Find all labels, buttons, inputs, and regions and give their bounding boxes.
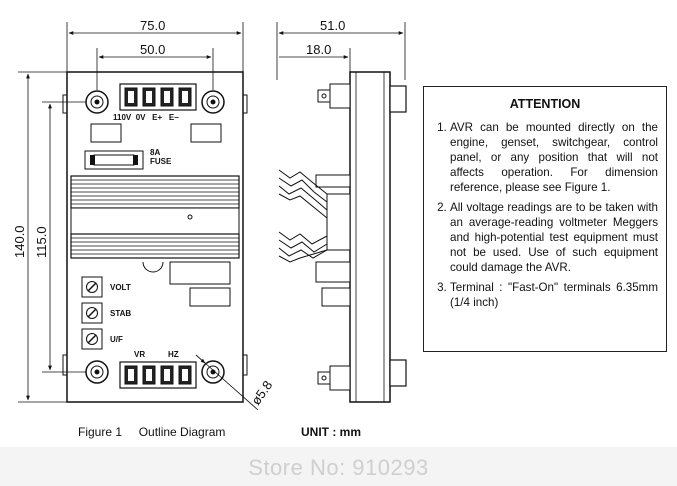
unit-caption: UNIT : mm — [301, 425, 361, 439]
store-watermark: Store No: 910293 — [248, 455, 429, 480]
attention-title: ATTENTION — [509, 97, 581, 111]
front-view: 110V 0V E+ E− 8A FUSE — [62, 71, 248, 403]
attention-item: AVR can be mounted directly on the engin… — [450, 120, 658, 195]
vr-label: VR — [134, 350, 145, 359]
attention-box: ATTENTION AVR can be mounted directly on… — [423, 86, 667, 352]
attention-list: AVR can be mounted directly on the engin… — [432, 120, 658, 310]
pot-label-uf: U/F — [110, 335, 123, 344]
dimension-lines — [18, 22, 259, 411]
mounting-hole — [85, 90, 109, 114]
dim-height-holes: 115.0 — [34, 226, 49, 258]
outline-diagram: 110V 0V E+ E− 8A FUSE — [12, 18, 407, 411]
pot-label-volt: VOLT — [110, 283, 131, 292]
fuse-label: FUSE — [150, 157, 172, 166]
mounting-hole — [85, 360, 109, 384]
dim-height-total: 140.0 — [12, 225, 27, 258]
side-view — [276, 22, 407, 403]
pot-stab — [81, 302, 103, 324]
top-terminal-block — [119, 83, 197, 111]
mounting-hole — [201, 90, 225, 114]
mounting-hole — [201, 360, 225, 384]
dim-width-holes: 50.0 — [140, 42, 165, 57]
dim-depth-total: 51.0 — [320, 18, 345, 33]
fuse — [84, 150, 144, 170]
bottom-terminal-block — [119, 361, 197, 389]
hz-label: HZ — [168, 350, 179, 359]
top-terminal-labels: 110V 0V E+ E− — [113, 113, 179, 122]
dim-width-total: 75.0 — [140, 18, 165, 33]
heatsink-top — [70, 175, 240, 209]
fuse-rating: 8A — [150, 148, 160, 157]
pot-volt — [81, 276, 103, 298]
pot-label-stab: STAB — [110, 309, 131, 318]
dim-hole-diameter: ø5.8 — [248, 378, 275, 408]
attention-item: All voltage readings are to be taken wit… — [450, 200, 658, 275]
pot-uf — [81, 328, 103, 350]
footer-band — [0, 447, 677, 486]
figure-caption: Figure 1 Outline Diagram — [78, 425, 226, 439]
attention-item: Terminal : "Fast-On" terminals 6.35mm (1… — [450, 280, 658, 310]
dim-depth-partial: 18.0 — [306, 42, 331, 57]
heatsink-bottom — [70, 233, 240, 259]
